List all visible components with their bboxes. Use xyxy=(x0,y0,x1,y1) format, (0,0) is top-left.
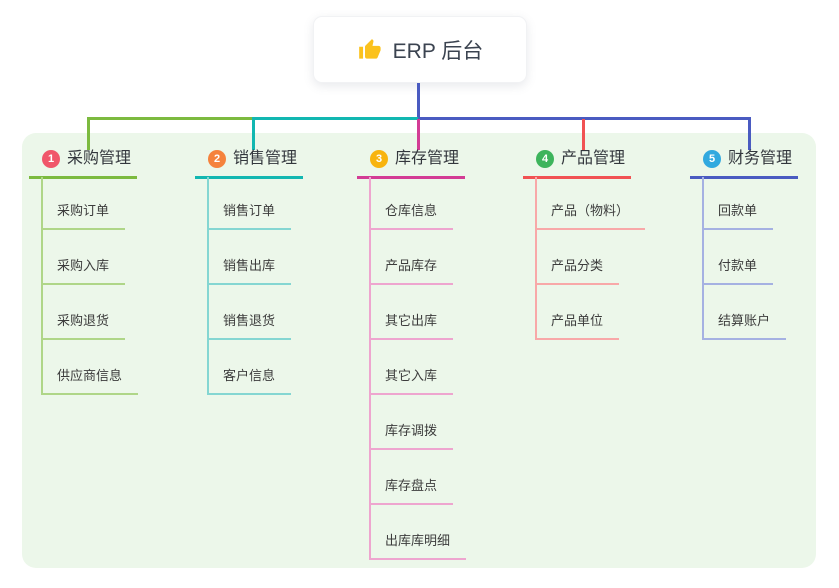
branch-node-5[interactable]: 5 财务管理 xyxy=(690,149,799,179)
branch-badge: 1 xyxy=(42,150,60,168)
child-node[interactable]: 库存盘点 xyxy=(369,476,454,505)
child-node[interactable]: 供应商信息 xyxy=(41,366,139,395)
branch-drop-line xyxy=(417,119,420,150)
child-node[interactable]: 仓库信息 xyxy=(369,201,454,230)
child-node[interactable]: 客户信息 xyxy=(207,366,292,395)
branch-node-3[interactable]: 3 库存管理 xyxy=(357,149,466,179)
root-node-label: ERP 后台 xyxy=(392,39,484,63)
child-node[interactable]: 回款单 xyxy=(702,201,774,230)
thumbs-up-icon xyxy=(357,37,383,63)
branch-title-label: 库存管理 xyxy=(395,150,460,167)
mindmap-background-panel xyxy=(22,133,816,568)
child-node[interactable]: 产品（物料） xyxy=(535,201,646,230)
branch-title-label: 采购管理 xyxy=(67,150,132,167)
child-trunk-line xyxy=(41,177,43,395)
rail-segment-teal xyxy=(252,117,418,120)
branch-drop-line xyxy=(87,119,90,150)
branch-badge: 2 xyxy=(208,150,226,168)
child-node[interactable]: 库存调拨 xyxy=(369,421,454,450)
child-node[interactable]: 销售退货 xyxy=(207,311,292,340)
child-node[interactable]: 产品分类 xyxy=(535,256,620,285)
child-node[interactable]: 其它出库 xyxy=(369,311,454,340)
child-node[interactable]: 出库库明细 xyxy=(369,531,467,560)
branch-title-label: 财务管理 xyxy=(728,150,793,167)
child-trunk-line xyxy=(535,177,537,340)
rail-segment-green xyxy=(87,117,252,120)
child-trunk-line xyxy=(702,177,704,340)
branch-drop-line xyxy=(252,119,255,150)
child-trunk-line xyxy=(369,177,371,560)
child-node[interactable]: 付款单 xyxy=(702,256,774,285)
child-trunk-line xyxy=(207,177,209,395)
branch-node-2[interactable]: 2 销售管理 xyxy=(195,149,304,179)
child-node[interactable]: 采购退货 xyxy=(41,311,126,340)
child-node[interactable]: 其它入库 xyxy=(369,366,454,395)
child-node[interactable]: 销售出库 xyxy=(207,256,292,285)
child-node[interactable]: 结算账户 xyxy=(702,311,787,340)
branch-drop-line xyxy=(748,119,751,150)
child-node[interactable]: 采购入库 xyxy=(41,256,126,285)
branch-drop-line xyxy=(582,119,585,150)
root-node[interactable]: ERP 后台 xyxy=(313,16,527,83)
branch-title-label: 销售管理 xyxy=(233,150,298,167)
root-stem-line xyxy=(417,83,420,120)
rail-segment-blue xyxy=(418,117,751,120)
branch-badge: 5 xyxy=(703,150,721,168)
child-node[interactable]: 产品库存 xyxy=(369,256,454,285)
branch-node-1[interactable]: 1 采购管理 xyxy=(29,149,138,179)
child-node[interactable]: 采购订单 xyxy=(41,201,126,230)
branch-title-label: 产品管理 xyxy=(561,150,626,167)
branch-node-4[interactable]: 4 产品管理 xyxy=(523,149,632,179)
branch-badge: 4 xyxy=(536,150,554,168)
child-node[interactable]: 产品单位 xyxy=(535,311,620,340)
child-node[interactable]: 销售订单 xyxy=(207,201,292,230)
branch-badge: 3 xyxy=(370,150,388,168)
